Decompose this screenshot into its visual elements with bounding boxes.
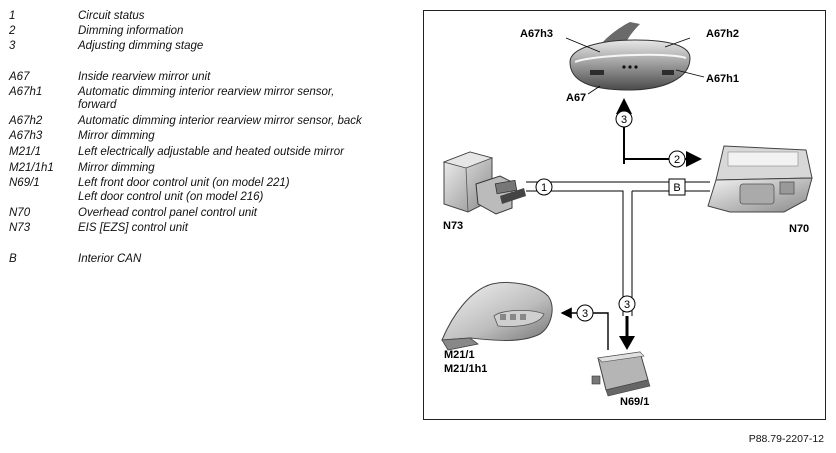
label-a67: A67: [566, 92, 586, 104]
marker-bus-text: B: [673, 182, 680, 194]
legend-desc: Adjusting dimming stage: [78, 40, 204, 52]
arrowhead-down: [619, 336, 635, 350]
label-a67h2: A67h2: [706, 28, 739, 40]
label-n70: N70: [789, 223, 809, 235]
legend-code: A67h3: [9, 130, 43, 142]
overhead-control-panel-image: [707, 145, 813, 213]
marker-adjust-mirror-text: 3: [582, 308, 588, 320]
legend-code: 2: [9, 25, 16, 37]
legend-desc: Left door control unit (on model 216): [78, 191, 264, 203]
legend-code: M21/1: [9, 146, 41, 158]
legend: 1 Circuit status 2 Dimming information 3 Ad…: [9, 10, 362, 265]
label-a67h3: A67h3: [520, 28, 553, 40]
diagram-frame: [423, 10, 826, 420]
marker-adjust-mirror: [576, 304, 594, 322]
legend-desc: Left front door control unit (on model 2…: [78, 177, 290, 189]
marker-adjust-up: [615, 110, 633, 128]
legend-code: N69/1: [9, 177, 40, 189]
legend-desc: Mirror dimming: [78, 162, 155, 174]
marker-dimming-info: [668, 150, 686, 168]
marker-circuit-status: [535, 178, 553, 196]
inside-rearview-mirror-image: [565, 22, 705, 95]
legend-code: M21/1h1: [9, 162, 54, 174]
legend-desc: Interior CAN: [78, 253, 142, 265]
legend-desc: Automatic dimming interior rearview mirr…: [78, 86, 335, 111]
marker-bus: [668, 178, 686, 196]
legend-desc: Circuit status: [78, 10, 145, 22]
legend-code: B: [9, 253, 17, 265]
legend-desc: Overhead control panel control unit: [78, 207, 257, 219]
legend-desc: Automatic dimming interior rearview mirr…: [78, 115, 362, 127]
figure-reference: P88.79-2207-12: [748, 433, 824, 445]
marker-dimming-info-text: 2: [674, 154, 680, 166]
legend-code: A67h1: [9, 86, 43, 98]
legend-desc: Inside rearview mirror unit: [78, 71, 211, 83]
eis-control-unit-image: [442, 151, 526, 215]
marker-circuit-status-text: 1: [541, 182, 547, 194]
legend-code: 1: [9, 10, 16, 22]
marker-adjust-up-text: 3: [621, 114, 627, 126]
legend-code: 3: [9, 40, 16, 52]
label-m21-1h1: M21/1h1: [444, 363, 487, 375]
label-n69-1: N69/1: [620, 396, 649, 408]
legend-desc: Mirror dimming: [78, 130, 155, 142]
interior-can-bus-line: [526, 181, 710, 316]
legend-desc: EIS [EZS] control unit: [78, 222, 188, 234]
legend-code: A67: [9, 71, 30, 83]
legend-code: N70: [9, 207, 31, 219]
label-n73: N73: [443, 220, 463, 232]
marker-adjust-door-text: 3: [624, 299, 630, 311]
door-control-unit-image: [591, 351, 651, 397]
legend-desc: Left electrically adjustable and heated …: [78, 146, 344, 158]
legend-code: A67h2: [9, 115, 43, 127]
legend-code: N73: [9, 222, 31, 234]
outside-mirror-image: [441, 282, 553, 351]
label-m21-1: M21/1: [444, 349, 475, 361]
label-a67h1: A67h1: [706, 73, 739, 85]
legend-desc: Dimming information: [78, 25, 184, 37]
marker-adjust-door: [618, 295, 636, 313]
